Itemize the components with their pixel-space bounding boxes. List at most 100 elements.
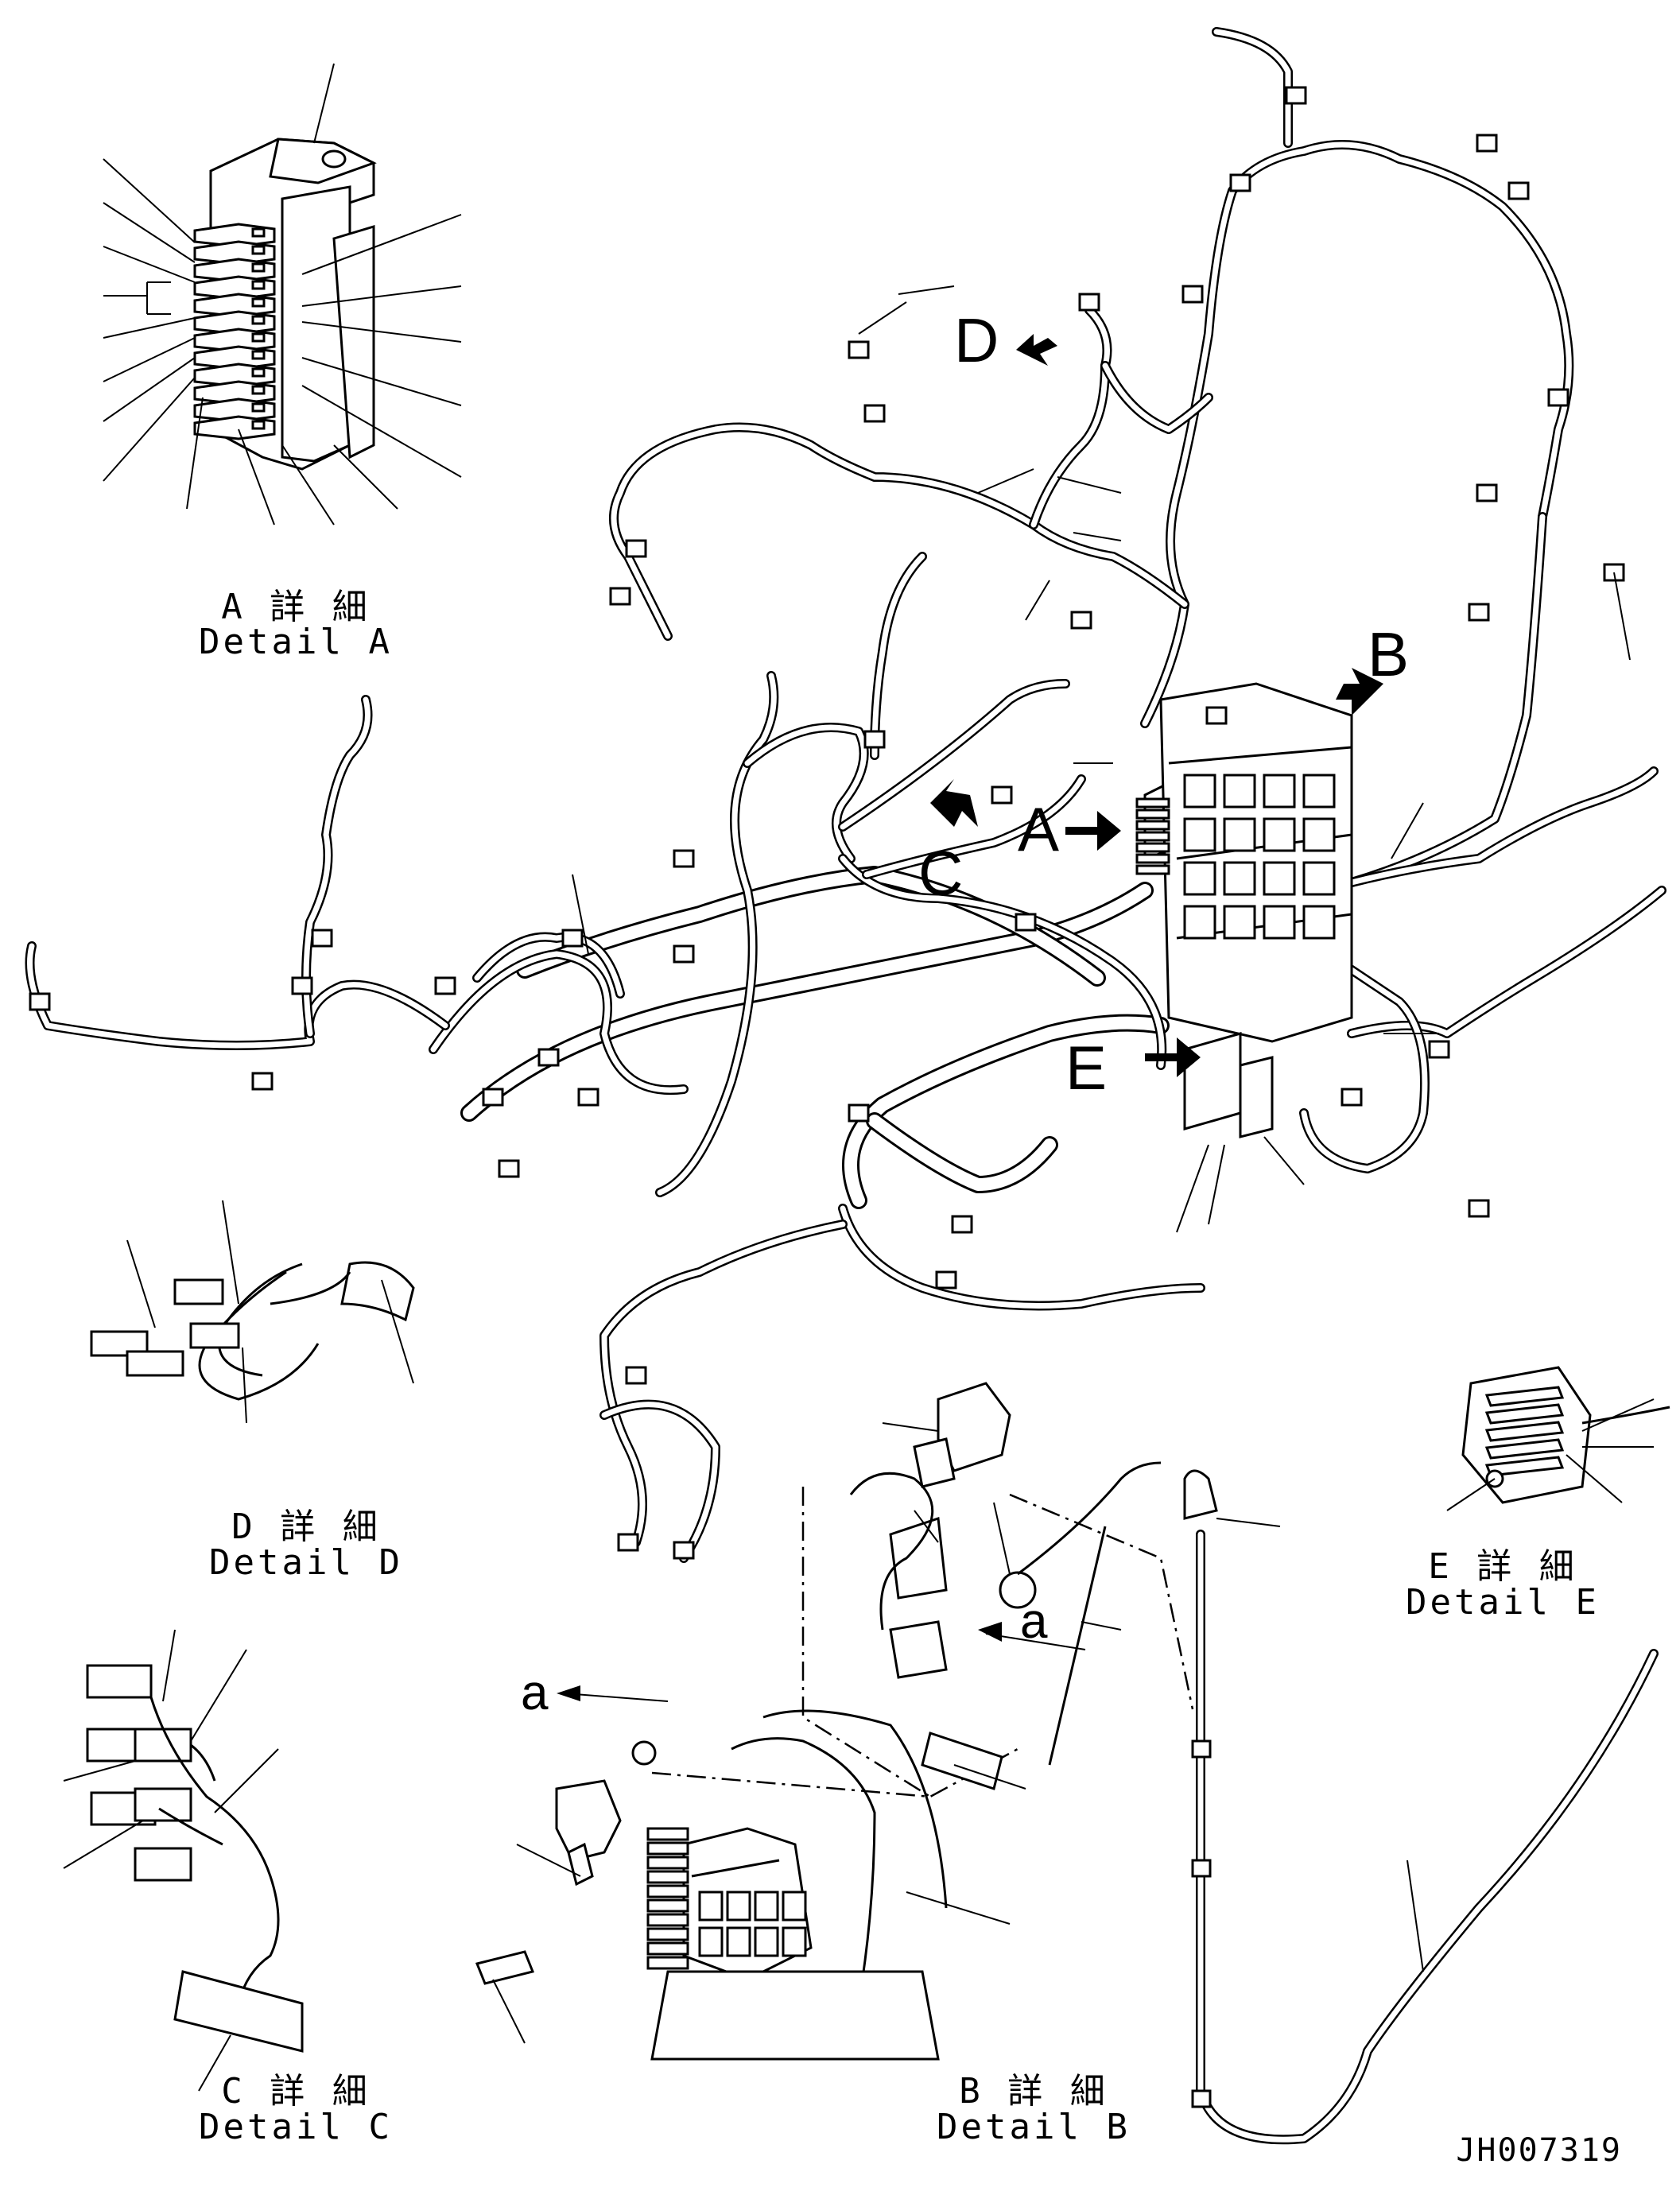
wire-connector: [1468, 603, 1490, 622]
main-harness-assembly: D B A C E: [25, 27, 1666, 1563]
callout-arrows: [930, 334, 1383, 1077]
wire-connector: [673, 849, 695, 868]
fuse-strip: [1135, 797, 1170, 809]
relay-cell: [782, 1926, 807, 1957]
wire-connector: [1476, 483, 1498, 502]
fuse-strip: [646, 1856, 689, 1870]
fuse-terminal: [251, 350, 266, 360]
fuse-strip: [646, 1956, 689, 1970]
callout-e: E: [1065, 1033, 1107, 1103]
detail-a-en: Detail A: [199, 622, 393, 662]
fuse-strip: [1135, 842, 1170, 853]
relay-cell: [1183, 905, 1216, 940]
fuse-strip: [1135, 831, 1170, 842]
wire-connector: [1428, 1040, 1450, 1059]
fuse-terminal: [251, 332, 266, 343]
wire-connector: [251, 1072, 274, 1091]
detail-a-jp: A 詳 細: [221, 587, 370, 627]
relay-cell: [782, 1891, 807, 1922]
fuse-strip: [1135, 809, 1170, 820]
wire-connector: [863, 730, 886, 749]
callout-a-upper: a: [1020, 1594, 1048, 1649]
fuse-slot: [1484, 1438, 1565, 1460]
fuse-slot: [1484, 1403, 1565, 1425]
wire-connector: [1015, 913, 1037, 932]
wire-connector: [291, 976, 313, 995]
wire-connector: [537, 1048, 560, 1067]
fuse-slot: [1484, 1421, 1565, 1442]
fuse-strip: [646, 1827, 689, 1841]
wire-connector: [577, 1088, 599, 1107]
wire-connector: [482, 1088, 504, 1107]
fuse-strip: [646, 1884, 689, 1898]
wire-connector: [673, 944, 695, 964]
wire-connector: [498, 1159, 520, 1178]
detail-e-en: Detail E: [1406, 1582, 1600, 1623]
fuse-terminal: [251, 367, 266, 378]
wire-connector: [609, 587, 631, 606]
wire-connector: [935, 1270, 957, 1289]
wire-connector: [1547, 388, 1569, 407]
wire-connector: [561, 929, 584, 948]
wire-connector: [673, 1541, 695, 1560]
wire-connector: [1205, 706, 1228, 725]
fuse-strip: [646, 1927, 689, 1941]
fuse-terminal: [251, 315, 266, 325]
fuse-terminal: [251, 385, 266, 395]
fuse-terminal: [251, 420, 266, 430]
fuse-slot: [1484, 1386, 1565, 1407]
detail-d: D 詳 細 Detail D: [90, 1200, 415, 1583]
wire-connector: [1070, 611, 1092, 630]
fuse-strip: [646, 1841, 689, 1856]
fuse-terminal: [251, 227, 266, 238]
relay-cell: [1302, 774, 1336, 809]
relay-cell: [1223, 774, 1256, 809]
relay-cell: [754, 1891, 779, 1922]
fuse-terminal: [251, 262, 266, 273]
relay-cell: [1263, 861, 1296, 896]
callout-a: A: [1018, 794, 1059, 864]
wire-connector: [29, 992, 51, 1011]
detail-a-fuse-block: A 詳 細 Detail A: [103, 63, 462, 662]
wire-connector: [1507, 181, 1530, 200]
fuse-terminal: [251, 245, 266, 255]
detail-c-jp: C 詳 細: [221, 2071, 370, 2112]
wire-connector: [1229, 173, 1251, 192]
wire-connector: [863, 404, 886, 423]
detail-e-jp: E 詳 細: [1428, 1546, 1577, 1587]
fuse-terminal: [251, 280, 266, 290]
fuse-terminal: [251, 402, 266, 413]
callout-b: B: [1368, 619, 1409, 689]
wire-connector: [1476, 134, 1498, 153]
relay-cell: [1302, 861, 1336, 896]
ground-cable: [1183, 1469, 1659, 2145]
detail-c-en: Detail C: [199, 2107, 393, 2147]
relay-cell: [1183, 817, 1216, 852]
detail-d-jp: D 詳 細: [231, 1507, 380, 1547]
relay-cell: [1302, 817, 1336, 852]
fuse-strip: [646, 1941, 689, 1956]
relay-cell: [1302, 905, 1336, 940]
wire-connector: [848, 340, 870, 359]
wire-connector: [625, 539, 647, 558]
wire-connector: [951, 1215, 973, 1234]
relay-cell: [1223, 861, 1256, 896]
wire-connector: [1078, 293, 1100, 312]
wire-connector: [1181, 285, 1204, 304]
detail-d-en: Detail D: [209, 1542, 403, 1583]
wire-connector: [848, 1103, 870, 1123]
relay-cell: [1263, 817, 1296, 852]
callout-c: C: [918, 838, 963, 908]
wire-connector: [1285, 86, 1307, 105]
relay-cell: [1183, 774, 1216, 809]
wire-connector: [1341, 1088, 1363, 1107]
fuse-terminal: [251, 297, 266, 308]
relay-cell: [1223, 905, 1256, 940]
wire-connector: [434, 976, 456, 995]
relay-cell: [698, 1891, 724, 1922]
relay-cell: [698, 1926, 724, 1957]
detail-c: C 詳 細 Detail C: [63, 1629, 393, 2147]
relay-cell: [1223, 817, 1256, 852]
relay-cell: [726, 1891, 751, 1922]
